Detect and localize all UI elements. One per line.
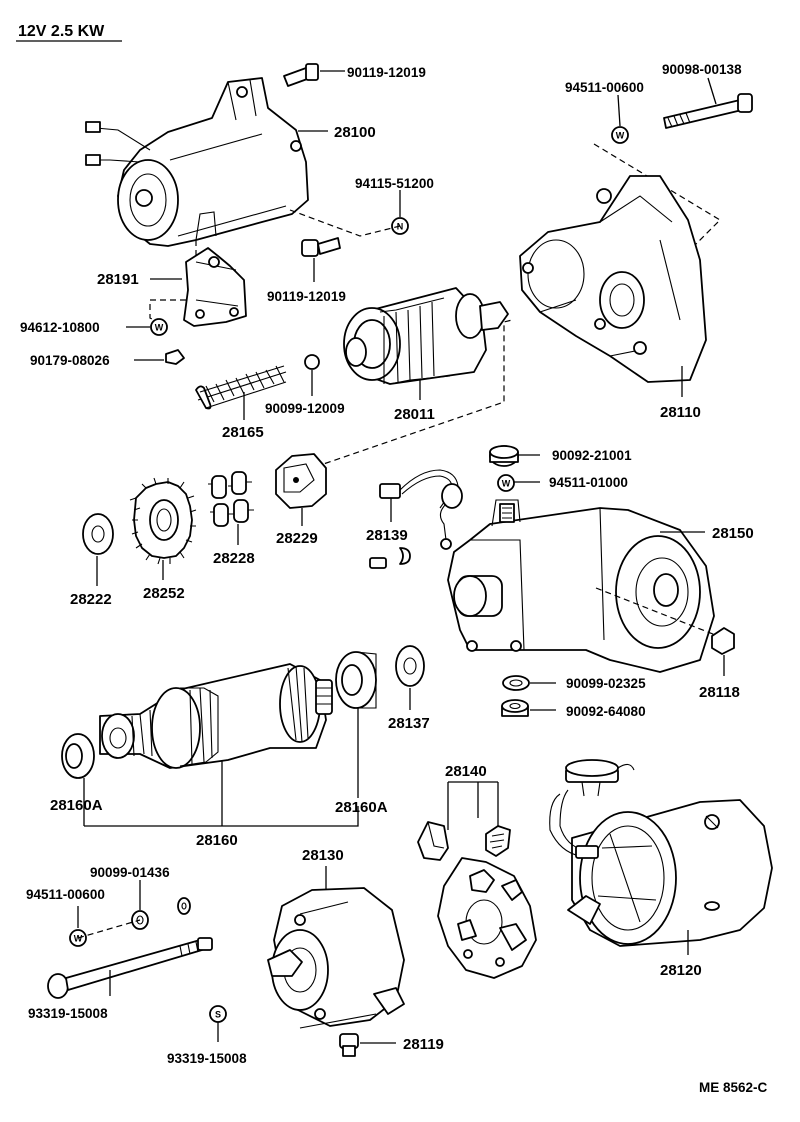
- nut-90092-21001: [489, 445, 519, 467]
- drive-housing-28110: [519, 175, 707, 383]
- label-28160: 28160: [196, 832, 238, 849]
- washer-28137: [395, 645, 425, 687]
- lead-28139: [379, 469, 463, 550]
- bearing-28160A-right: [335, 651, 377, 709]
- washer-94511-01000: [497, 474, 515, 492]
- label-90099-12009: 90099-12009: [265, 401, 345, 416]
- washer-28222: [82, 513, 114, 555]
- gear-28252: [129, 477, 197, 565]
- brush-28140-a: [417, 821, 449, 861]
- ball-90099-12009: [304, 354, 320, 370]
- label-28222: 28222: [70, 591, 112, 608]
- clutch-28011: [343, 287, 509, 385]
- label-90119-12019-mid: 90119-12019: [267, 289, 346, 304]
- label-28252: 28252: [143, 585, 185, 602]
- bearing-28160A-left: [61, 733, 95, 779]
- bolt-28119: [339, 1033, 359, 1057]
- spring-28165: [195, 365, 287, 410]
- label-28160A-right: 28160A: [335, 799, 388, 816]
- cap-28118: [711, 627, 735, 655]
- label-28165: 28165: [222, 424, 264, 441]
- starter-housing-28100: [85, 77, 309, 247]
- label-90098-00138: 90098-00138: [662, 62, 742, 77]
- lead-screw-and-washer: [369, 547, 411, 569]
- label-28229: 28229: [276, 530, 318, 547]
- label-28110: 28110: [660, 404, 701, 421]
- diagram-title: 12V 2.5 KW: [18, 23, 105, 40]
- bolt-90119-12019-mid: [301, 237, 341, 257]
- label-28228: 28228: [213, 550, 255, 567]
- magnetic-switch-28150: [447, 499, 715, 673]
- diagram-code: ME 8562-C: [699, 1080, 768, 1095]
- lock-washer-small: [177, 897, 191, 915]
- brush-holder-plate-28140: [437, 857, 537, 979]
- label-94511-00600-bottom: 94511-00600: [26, 887, 105, 902]
- label-90092-21001: 90092-21001: [552, 448, 632, 463]
- label-28118: 28118: [699, 684, 740, 701]
- label-93319-15008-s: 93319-15008: [167, 1051, 247, 1066]
- svg-text:W: W: [155, 323, 164, 333]
- label-28100: 28100: [334, 124, 376, 141]
- label-90099-02325: 90099-02325: [566, 676, 646, 691]
- label-90119-12019-top: 90119-12019: [347, 65, 426, 80]
- label-28139: 28139: [366, 527, 408, 544]
- nut-90092-64080: [501, 699, 529, 717]
- bolt-90119-12019-top: [283, 63, 319, 87]
- retainer-28229: [275, 453, 327, 509]
- label-90092-64080: 90092-64080: [566, 704, 646, 719]
- label-28130: 28130: [302, 847, 344, 864]
- svg-text:S: S: [215, 1010, 221, 1020]
- washer-94511-00600-top: [611, 126, 629, 144]
- label-28140: 28140: [445, 763, 487, 780]
- rollers-28228: [208, 471, 254, 527]
- washer-90099-02325: [502, 675, 530, 691]
- label-28119: 28119: [403, 1036, 444, 1053]
- label-28120: 28120: [660, 962, 702, 979]
- label-28150: 28150: [712, 525, 754, 542]
- bolt-90098-00138: [663, 93, 753, 129]
- clip-90179-08026: [165, 349, 185, 365]
- end-frame-28130: [267, 887, 405, 1029]
- label-90099-01436: 90099-01436: [90, 865, 170, 880]
- svg-text:W: W: [502, 479, 511, 489]
- label-94511-01000: 94511-01000: [549, 475, 628, 490]
- label-90179-08026: 90179-08026: [30, 353, 110, 368]
- label-94612-10800: 94612-10800: [20, 320, 100, 335]
- through-bolt-93319-15008: [47, 937, 213, 999]
- label-93319-15008-bolt: 93319-15008: [28, 1006, 108, 1021]
- brush-spring-28140-b: [485, 825, 511, 857]
- armature-28160: [99, 663, 333, 769]
- field-yoke-28120: [549, 759, 773, 947]
- washer-94612-10800: [150, 318, 168, 336]
- label-28191: 28191: [97, 271, 139, 288]
- svg-text:W: W: [616, 131, 625, 141]
- label-28160A-left: 28160A: [50, 797, 103, 814]
- label-94511-00600-top: 94511-00600: [565, 80, 644, 95]
- label-94115-51200: 94115-51200: [355, 176, 434, 191]
- label-28011: 28011: [394, 406, 435, 423]
- bracket-28191: [183, 247, 247, 327]
- label-28137: 28137: [388, 715, 430, 732]
